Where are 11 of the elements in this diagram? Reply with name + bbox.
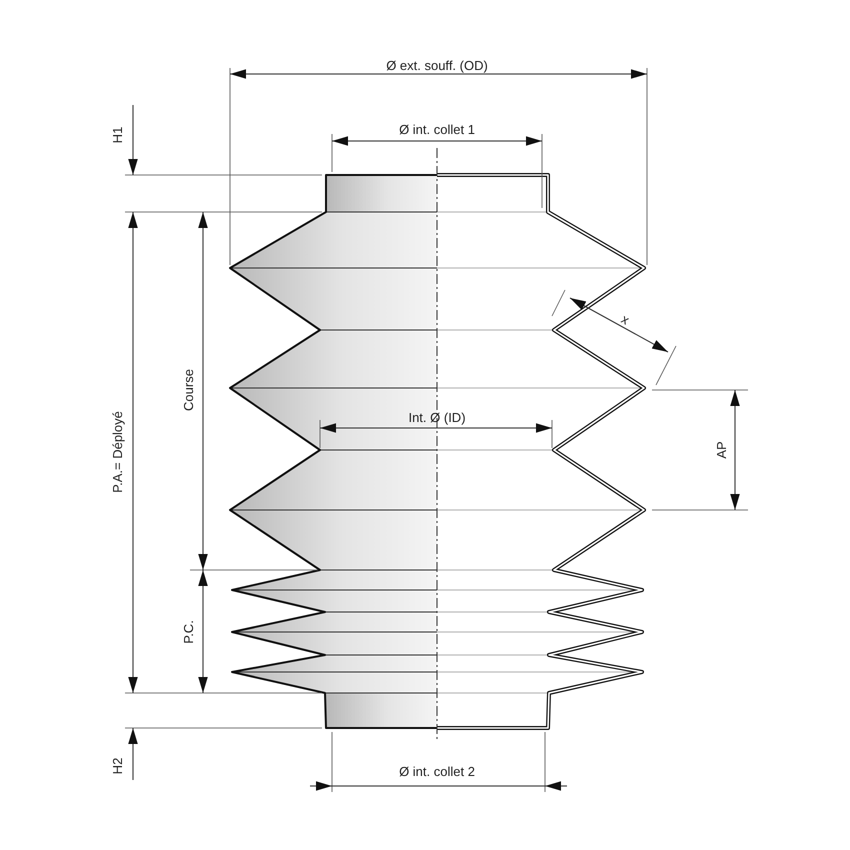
dimension-label: Ø int. collet 2 bbox=[399, 764, 475, 780]
dimension-label: Ø int. collet 1 bbox=[399, 122, 475, 138]
dimension-label: H1 bbox=[110, 126, 126, 144]
dimension-label: P.C. bbox=[182, 620, 196, 644]
dimension-label: AP bbox=[714, 441, 730, 459]
dimension-label: P.A.= Déployé bbox=[110, 411, 126, 493]
dimension-label: Int. Ø (ID) bbox=[408, 410, 466, 426]
dimension-label: x bbox=[618, 312, 632, 328]
dimension-label: Course bbox=[182, 369, 196, 411]
dimension-label: H2 bbox=[110, 758, 126, 774]
dimension-label: Ø ext. souff. (OD) bbox=[386, 58, 488, 74]
